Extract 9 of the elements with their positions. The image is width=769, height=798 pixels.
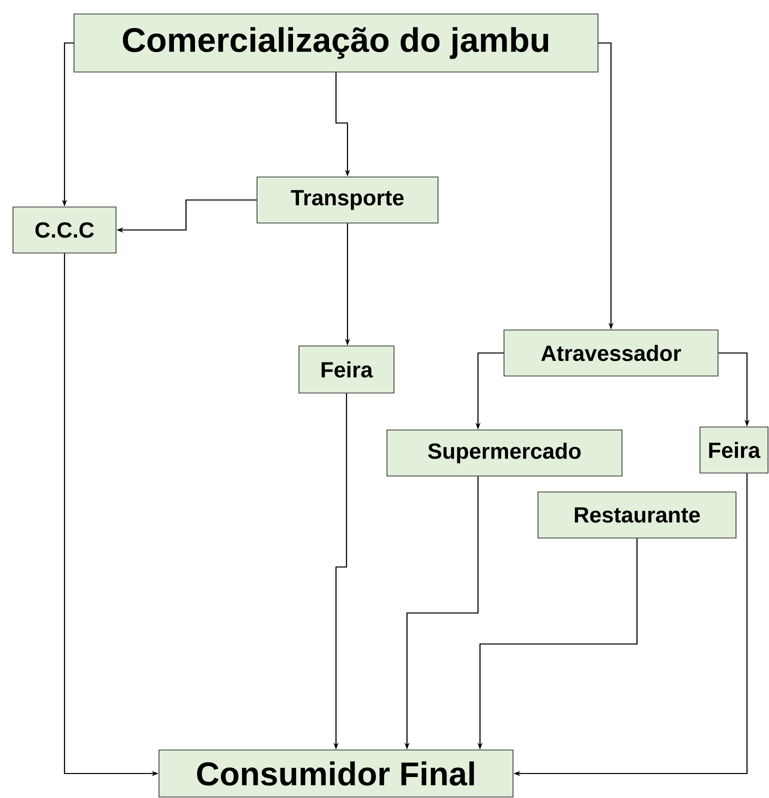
process-box: Restaurante [538,492,736,538]
process-box: Comercialização do jambu [74,14,598,72]
process-box: Consumidor Final [158,750,514,798]
process-box: Feira [700,426,768,474]
process-box: Feira [298,346,394,394]
process-box: Supermercado [386,430,622,476]
process-box: Transporte [256,176,438,224]
process-box: C.C.C [12,206,116,254]
process-box: Atravessador [504,330,718,376]
